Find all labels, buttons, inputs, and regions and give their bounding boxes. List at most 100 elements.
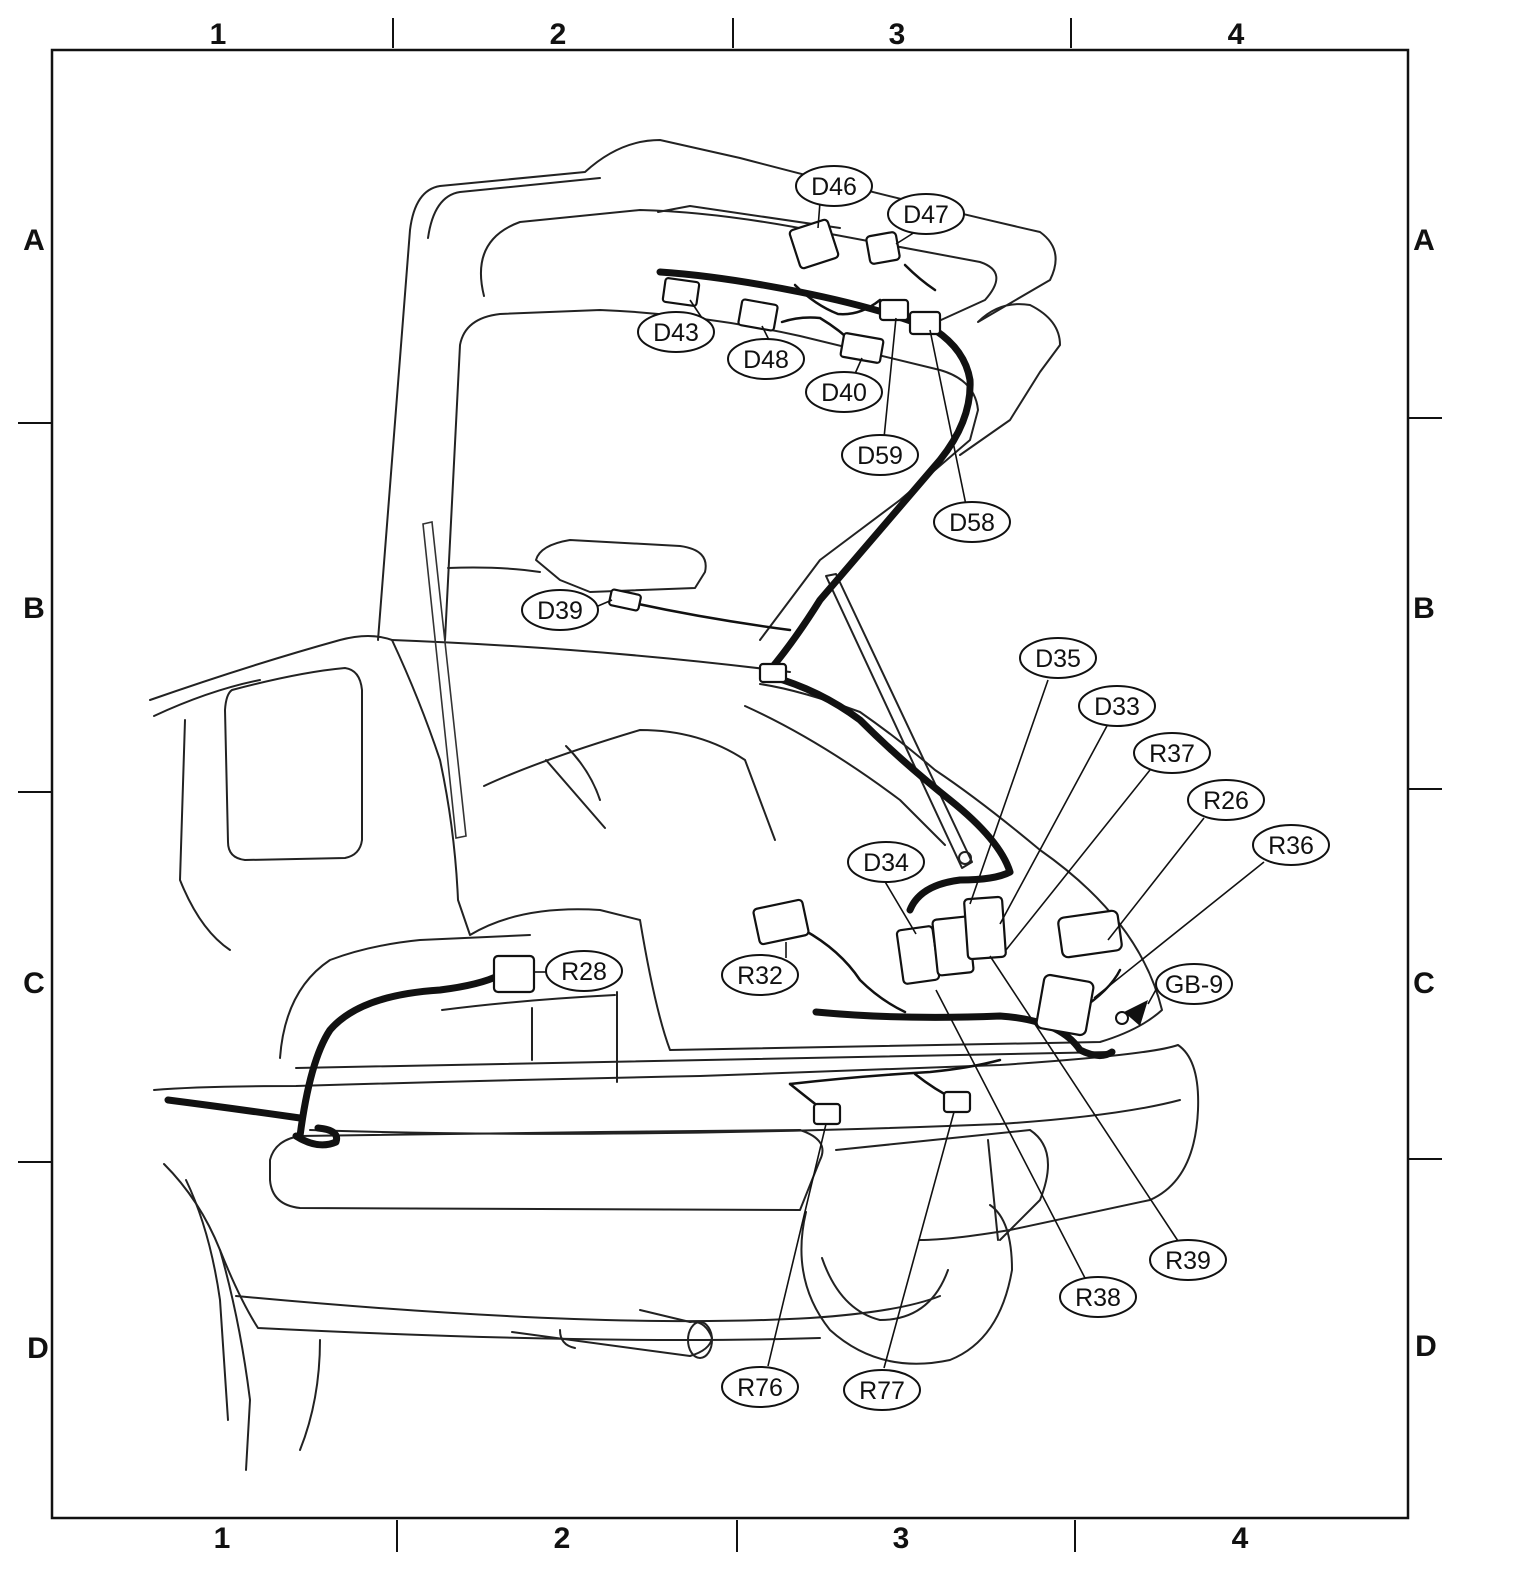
callout-label-d48: D48 — [743, 346, 789, 374]
grid-col-4-bottom: 4 — [1232, 1522, 1249, 1555]
grid-row-b-right: B — [1413, 592, 1435, 625]
callout-label-r32: R32 — [737, 962, 783, 990]
callout-d46: D46 — [795, 165, 873, 207]
callout-r26: R26 — [1187, 779, 1265, 821]
callout-bubble — [1019, 637, 1097, 679]
callout-label-d47: D47 — [903, 201, 949, 229]
callout-label-d46: D46 — [811, 173, 857, 201]
callout-bubble — [887, 193, 965, 235]
callout-r77: R77 — [843, 1369, 921, 1411]
callout-label-d33: D33 — [1094, 693, 1140, 721]
grid-row-b-left: B — [23, 592, 45, 625]
callout-d48: D48 — [727, 338, 805, 380]
connector-body-tailgate — [758, 662, 788, 684]
callout-r36: R36 — [1252, 824, 1330, 866]
callout-bubble — [721, 1366, 799, 1408]
connector-r26 — [1057, 909, 1123, 959]
callout-label-d59: D59 — [857, 442, 903, 470]
callout-bubble — [545, 950, 623, 992]
connector-d59 — [878, 298, 910, 322]
connector-r77 — [942, 1090, 972, 1114]
grid-col-2-top: 2 — [550, 18, 567, 51]
grid-row-c-left: C — [23, 967, 45, 1000]
connector-d40 — [839, 332, 885, 364]
callout-d35: D35 — [1019, 637, 1097, 679]
callout-label-d58: D58 — [949, 509, 995, 537]
callout-label-d40: D40 — [821, 379, 867, 407]
callout-r32: R32 — [721, 954, 799, 996]
callout-bubble — [637, 311, 715, 353]
callout-bubble — [1252, 824, 1330, 866]
connector-d43 — [661, 277, 701, 307]
callout-label-r28: R28 — [561, 958, 607, 986]
callout-d43: D43 — [637, 311, 715, 353]
callout-d40: D40 — [805, 371, 883, 413]
callout-bubble — [1133, 732, 1211, 774]
grid-row-a-left: A — [23, 224, 45, 257]
callout-r39: R39 — [1149, 1239, 1227, 1281]
wiring-harness — [164, 263, 1122, 1149]
ground-point-gb9 — [1124, 1000, 1148, 1026]
callout-label-r26: R26 — [1203, 787, 1249, 815]
callout-bubble — [727, 338, 805, 380]
grid-col-3-top: 3 — [889, 18, 906, 51]
connector-r36 — [1035, 973, 1095, 1037]
callout-d33: D33 — [1078, 685, 1156, 727]
callout-d39: D39 — [521, 589, 599, 631]
callout-label-d34: D34 — [863, 849, 909, 877]
callout-label-r76: R76 — [737, 1374, 783, 1402]
leader-lines — [534, 201, 1265, 1369]
grid-row-c-right: C — [1413, 967, 1435, 1000]
callout-bubble — [841, 434, 919, 476]
callout-bubble — [805, 371, 883, 413]
grid-col-1-top: 1 — [210, 18, 227, 51]
callout-label-r39: R39 — [1165, 1247, 1211, 1275]
ground-stud — [1115, 1011, 1129, 1025]
callout-bubble — [521, 589, 599, 631]
callout-gb-9: GB-9 — [1155, 963, 1233, 1005]
grid-ticks — [18, 18, 1442, 1552]
connectors — [492, 218, 1148, 1126]
callout-bubble — [795, 165, 873, 207]
connector-r28 — [492, 954, 536, 994]
callout-d59: D59 — [841, 434, 919, 476]
connector-d58 — [908, 310, 942, 336]
grid-col-2-bottom: 2 — [554, 1522, 571, 1555]
grid-col-4-top: 4 — [1228, 18, 1245, 51]
grid-row-a-right: A — [1413, 224, 1435, 257]
callout-bubble — [1078, 685, 1156, 727]
callout-label-d35: D35 — [1035, 645, 1081, 673]
callout-bubble — [843, 1369, 921, 1411]
callout-bubble — [847, 841, 925, 883]
callout-label-d39: D39 — [537, 597, 583, 625]
grid-row-d-right: D — [1415, 1330, 1437, 1363]
callout-bubble — [1187, 779, 1265, 821]
callout-d58: D58 — [933, 501, 1011, 543]
connector-r76 — [812, 1102, 842, 1126]
callout-d34: D34 — [847, 841, 925, 883]
grid-col-3-bottom: 3 — [893, 1522, 910, 1555]
callout-layer: D46D47D43D48D40D59D58D39D35D33R37R26R36D… — [521, 165, 1330, 1411]
diagram-frame — [50, 48, 1410, 1520]
callout-r28: R28 — [545, 950, 623, 992]
callout-label-d43: D43 — [653, 319, 699, 347]
grid-col-1-bottom: 1 — [214, 1522, 231, 1555]
connector-d47 — [865, 231, 901, 265]
callout-r37: R37 — [1133, 732, 1211, 774]
connector-d48 — [737, 298, 779, 332]
callout-label-r38: R38 — [1075, 1284, 1121, 1312]
callout-label-r36: R36 — [1268, 832, 1314, 860]
callout-r38: R38 — [1059, 1276, 1137, 1318]
callout-label-r77: R77 — [859, 1377, 905, 1405]
connector-d35 — [963, 895, 1007, 961]
callout-label-gb-9: GB-9 — [1165, 971, 1223, 999]
grid-row-d-left: D — [27, 1332, 49, 1365]
callout-label-r37: R37 — [1149, 740, 1195, 768]
callout-bubble — [1155, 963, 1233, 1005]
callout-bubble — [721, 954, 799, 996]
callout-d47: D47 — [887, 193, 965, 235]
vehicle-outline — [149, 139, 1200, 1471]
callout-bubble — [933, 501, 1011, 543]
